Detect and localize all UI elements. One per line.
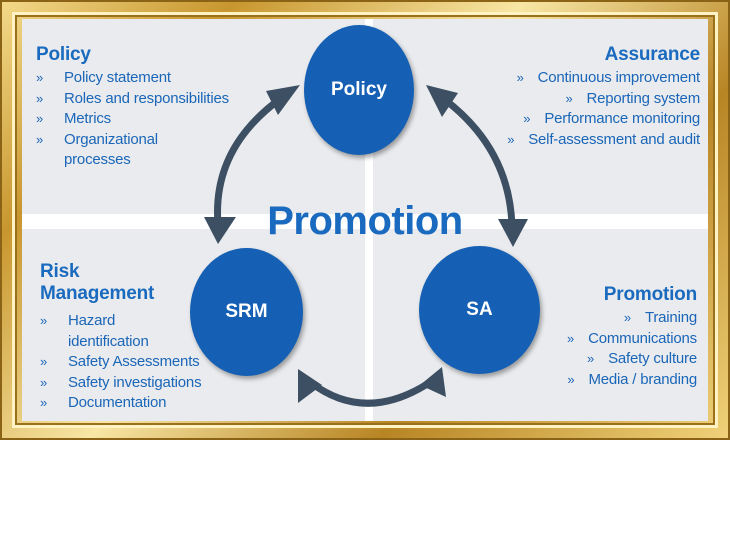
list-item: » Safety culture xyxy=(567,349,697,370)
node-sa: SA xyxy=(419,246,540,374)
bullet: » xyxy=(507,131,515,147)
risk-heading-line1: Risk xyxy=(40,261,80,282)
list-item-text: Metrics xyxy=(64,110,111,127)
list-item-text: Continuous improvement xyxy=(537,69,701,86)
arrowhead-sa-top xyxy=(498,219,528,247)
list-item: » Communications xyxy=(567,329,697,350)
bullet: » xyxy=(40,313,48,328)
panel-top-right xyxy=(373,19,708,214)
bullet: » xyxy=(40,374,48,390)
policy-heading: Policy xyxy=(36,44,91,65)
bullet: » xyxy=(567,330,575,346)
list-item-text: Self-assessment and audit xyxy=(528,130,700,148)
list-item-text: Documentation xyxy=(68,394,167,411)
list-item-text: Safety investigations xyxy=(68,373,202,391)
list-item: » Roles and responsibilities xyxy=(36,89,229,110)
bullet: » xyxy=(36,70,44,85)
arrow-srm-sa xyxy=(307,378,434,407)
bullet: » xyxy=(623,310,631,325)
list-item-text: Safety culture xyxy=(608,350,697,367)
arrowhead-sa-bottom xyxy=(420,367,446,397)
bullet: » xyxy=(36,111,44,126)
promotion-list: » Training » Communications » Safety cultur… xyxy=(567,308,697,390)
assurance-list: » Continuous improvement » Reporting syste… xyxy=(507,68,700,150)
center-title: Promotion xyxy=(267,199,463,243)
list-item: » Media / branding xyxy=(567,370,697,391)
bullet: » xyxy=(40,395,48,410)
bullet: » xyxy=(587,351,595,366)
arrow-policy-srm xyxy=(214,96,283,225)
list-item-text: Communications xyxy=(588,329,697,347)
list-item: » Organizational processes xyxy=(36,130,184,171)
list-item: » Training xyxy=(567,308,697,329)
list-item-text: Safety Assessments xyxy=(68,353,200,370)
list-item: » Hazard identification xyxy=(40,311,149,352)
list-item-text: Organizational processes xyxy=(64,130,158,169)
list-item: » Metrics xyxy=(36,109,229,130)
bullet: » xyxy=(516,70,524,85)
list-item-text: Hazard identification xyxy=(68,312,149,350)
list-item-text: Policy statement xyxy=(64,69,171,86)
node-policy: Policy xyxy=(304,25,414,155)
bullet: » xyxy=(36,90,44,106)
arrowhead-srm-bottom xyxy=(298,369,322,403)
bullet: » xyxy=(40,354,48,369)
bullet: » xyxy=(565,90,573,106)
arrowhead-srm-top xyxy=(204,217,236,244)
list-item-text: Reporting system xyxy=(586,89,700,107)
promotion-heading: Promotion xyxy=(603,284,697,305)
bullet: » xyxy=(523,111,531,126)
list-item: » Policy statement xyxy=(36,68,229,89)
bullet: » xyxy=(567,371,575,387)
list-item: » Safety Assessments xyxy=(40,352,201,373)
list-item-text: Roles and responsibilities xyxy=(64,89,229,107)
assurance-heading: Assurance xyxy=(604,44,701,65)
arrow-policy-sa xyxy=(441,96,516,228)
list-item: » Safety investigations xyxy=(40,373,202,394)
risk-management-list: » Hazard identification » Safety Assessmen… xyxy=(40,311,202,414)
diagram-canvas: Policy » Policy statement » Roles and resp… xyxy=(22,19,708,421)
list-item: » Reporting system xyxy=(507,89,700,110)
list-item-text: Media / branding xyxy=(588,370,697,388)
frame-bevel xyxy=(12,12,718,428)
cycle-arrows xyxy=(204,85,528,407)
list-item: » Continuous improvement xyxy=(507,68,701,89)
node-srm: SRM xyxy=(190,248,303,376)
list-item: » Self-assessment and audit xyxy=(507,130,700,151)
bullet: » xyxy=(36,131,44,147)
risk-management-heading: Risk Management xyxy=(40,261,154,305)
list-item: » Performance monitoring xyxy=(507,109,700,130)
list-item-text: Performance monitoring xyxy=(544,110,700,127)
arrowhead-policy-right xyxy=(426,85,458,117)
list-item-text: Training xyxy=(644,309,697,326)
risk-heading-line2: Management xyxy=(40,283,155,304)
list-item: » Documentation xyxy=(40,393,201,414)
policy-list: » Policy statement » Roles and responsibil… xyxy=(36,68,229,171)
arrowhead-policy-left xyxy=(266,85,300,115)
